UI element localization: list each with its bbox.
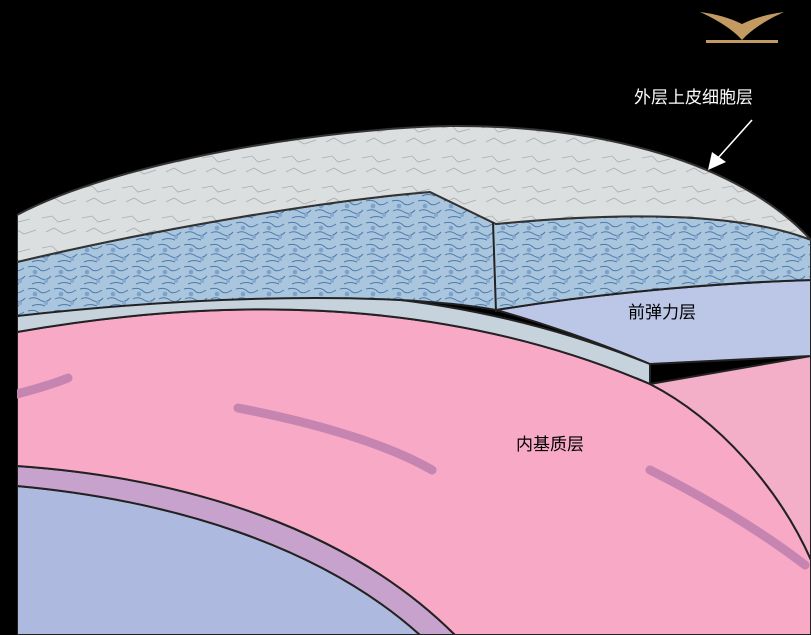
stroma-streak — [645, 465, 810, 570]
stroma-layer-label: 内基质层 — [516, 435, 584, 455]
section-cut-line — [492, 221, 497, 313]
bowman-layer-label: 前弹力层 — [628, 303, 696, 323]
stroma-right-section — [646, 354, 811, 561]
epithelium-label: 外层上皮细胞层 — [634, 88, 753, 108]
winged-emblem-icon — [700, 12, 784, 43]
stroma-streak — [17, 373, 73, 399]
stroma-streak — [233, 403, 437, 475]
pointer-arrow-icon — [708, 119, 753, 170]
